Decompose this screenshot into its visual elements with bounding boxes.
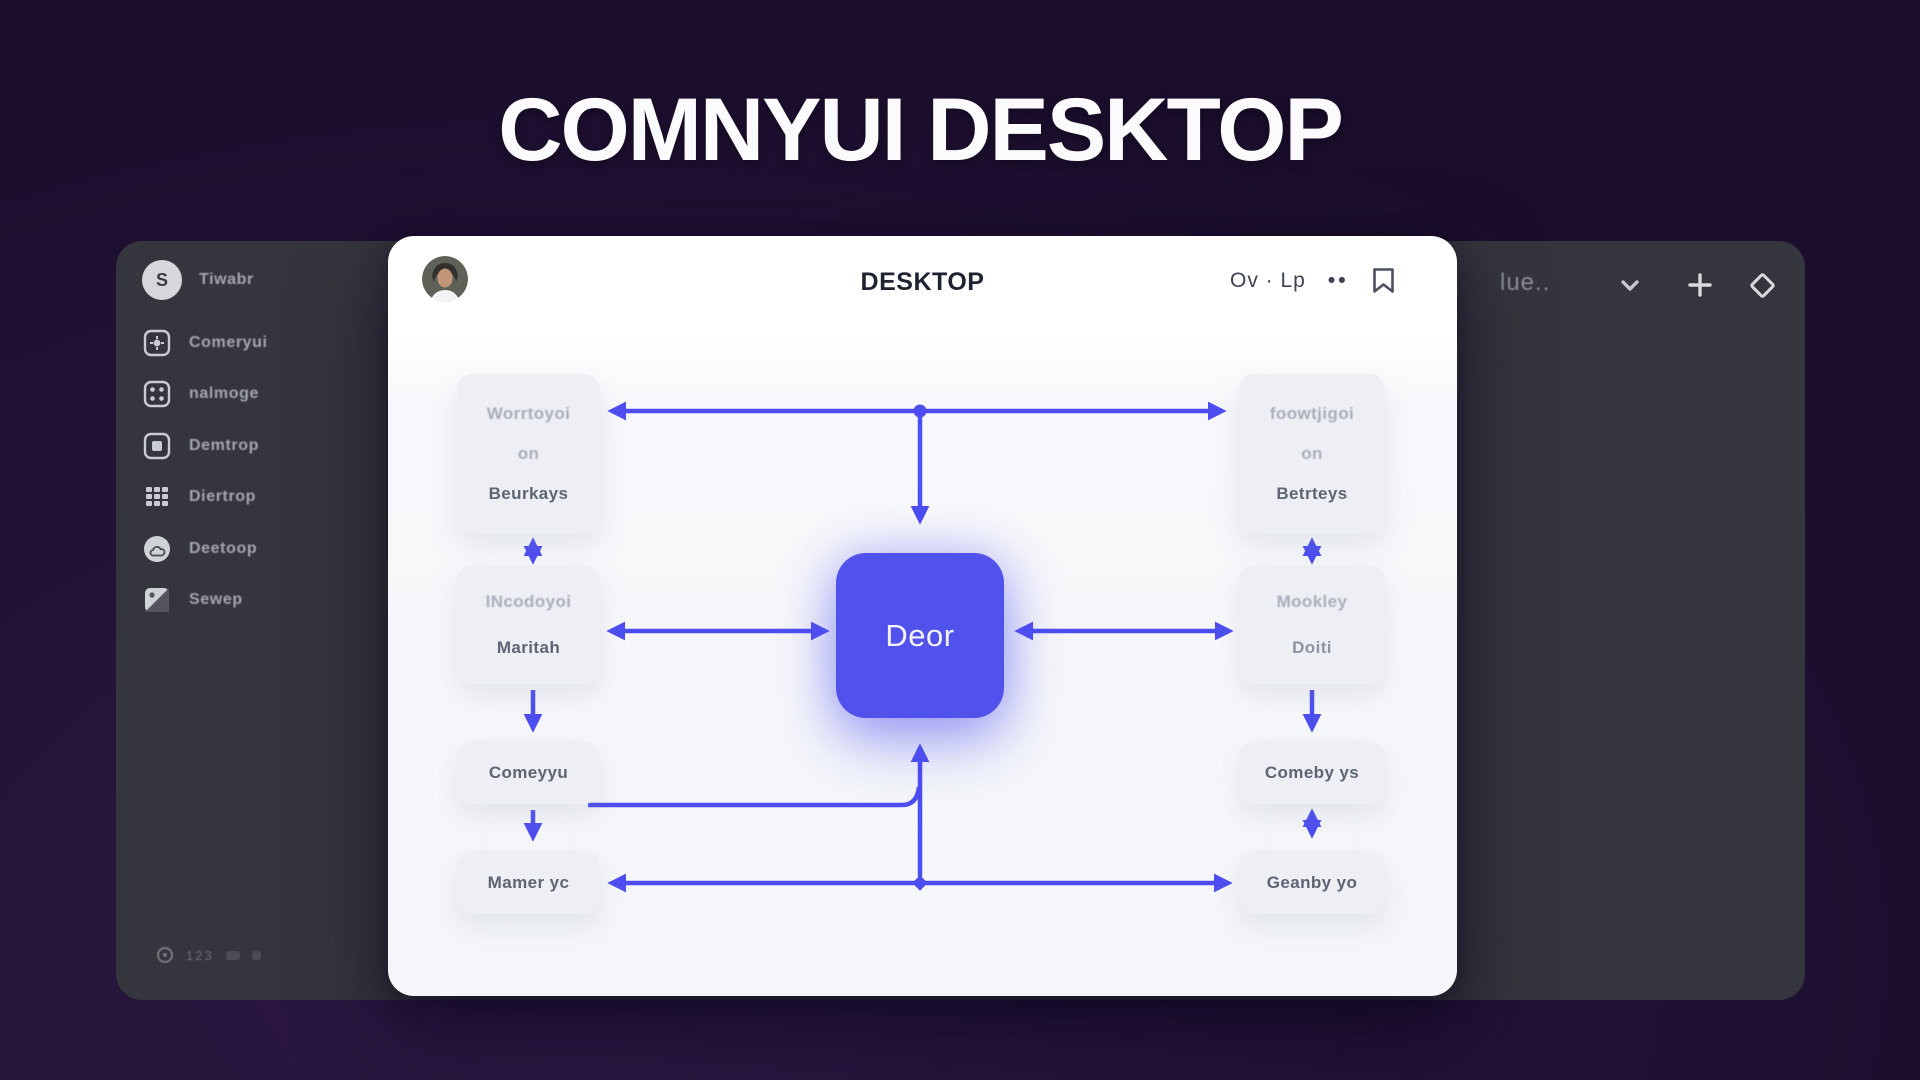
cloud-icon bbox=[142, 534, 172, 564]
sidebar-item-label: nalmoge bbox=[189, 385, 259, 402]
photo-icon bbox=[142, 585, 172, 615]
node-line: on bbox=[517, 443, 540, 463]
diamond-button[interactable] bbox=[1746, 269, 1778, 301]
junction-diamond bbox=[912, 875, 928, 891]
bookmark-icon[interactable] bbox=[1371, 266, 1396, 295]
node-line: Mamer yc bbox=[487, 872, 570, 892]
sidebar-item-deetoop[interactable]: Deetoop bbox=[142, 529, 257, 569]
node-line: Doiti bbox=[1292, 637, 1332, 657]
page-title: COMNYUI DESKTOP bbox=[498, 79, 1344, 179]
sidebar-item-nalmoge[interactable]: nalmoge bbox=[142, 374, 259, 414]
header-meta-text: Ov · Lp bbox=[1230, 268, 1306, 292]
node-line: Geanby yo bbox=[1266, 872, 1358, 892]
eye-icon bbox=[156, 946, 174, 964]
card-title: DESKTOP bbox=[860, 268, 985, 296]
sidebar-item-comeryui[interactable]: Comeryui bbox=[142, 323, 268, 363]
dots-grid-icon bbox=[142, 379, 172, 409]
footer-blob bbox=[251, 950, 261, 960]
sidebar-item-label: Comeryui bbox=[189, 334, 268, 351]
node-line: Beurkays bbox=[488, 483, 569, 503]
sidebar-item-sewep[interactable]: Sewep bbox=[142, 580, 243, 620]
junction-dot bbox=[913, 404, 927, 418]
sidebar-item-demtrop[interactable]: Demtrop bbox=[142, 426, 259, 466]
view-dropdown[interactable]: lue.. bbox=[1500, 269, 1551, 296]
center-node[interactable]: Deor bbox=[836, 553, 1004, 718]
flow-node[interactable]: Worrtoyoi on Beurkays bbox=[457, 374, 600, 533]
node-line: Worrtoyoi bbox=[486, 403, 571, 423]
sidebar-item-label: Sewep bbox=[189, 591, 243, 608]
s-badge-icon: S bbox=[142, 260, 182, 300]
node-line: Maritah bbox=[496, 637, 561, 657]
sidebar-item-tiwabr[interactable]: S Tiwabr bbox=[142, 260, 254, 300]
add-button[interactable] bbox=[1684, 269, 1716, 301]
frame-icon bbox=[142, 431, 172, 461]
sidebar-item-label: Diertrop bbox=[189, 488, 257, 505]
node-line: INcodoyoi bbox=[485, 591, 572, 611]
footer-blob bbox=[225, 950, 240, 960]
flow-node[interactable]: Geanby yo bbox=[1239, 851, 1385, 914]
sidebar-item-label: Demtrop bbox=[189, 437, 259, 454]
node-line: Comeyyu bbox=[488, 762, 569, 782]
center-node-label: Deor bbox=[885, 617, 955, 653]
diamond-icon bbox=[1748, 271, 1776, 299]
flow-node[interactable]: INcodoyoi Maritah bbox=[457, 565, 600, 684]
node-line: on bbox=[1301, 443, 1323, 463]
flow-node[interactable]: Mookley Doiti bbox=[1239, 565, 1385, 684]
node-line: Comeby ys bbox=[1264, 762, 1360, 782]
chevron-down-icon[interactable] bbox=[1614, 269, 1646, 301]
node-line: Mookley bbox=[1276, 591, 1348, 611]
card-header-actions: Ov · Lp •• bbox=[1230, 266, 1396, 295]
more-dots-icon[interactable]: •• bbox=[1327, 268, 1349, 292]
sidebar-item-label: Deetoop bbox=[189, 540, 258, 557]
flow-node[interactable]: Comeby ys bbox=[1239, 741, 1385, 804]
sidebar-item-label: Tiwabr bbox=[199, 271, 254, 288]
gear-icon bbox=[142, 328, 172, 358]
waffle-grid-icon bbox=[142, 482, 172, 512]
desktop-card: DESKTOP Ov · Lp •• bbox=[388, 236, 1457, 996]
avatar[interactable] bbox=[422, 256, 468, 302]
sidebar-footer-text: 123 bbox=[186, 947, 214, 963]
flow-node[interactable]: Mamer yc bbox=[457, 851, 600, 914]
sidebar-footer[interactable]: 123 bbox=[156, 946, 261, 964]
node-line: Betrteys bbox=[1276, 483, 1348, 503]
flow-node[interactable]: Comeyyu bbox=[457, 741, 600, 804]
sidebar-item-diertrop[interactable]: Diertrop bbox=[142, 477, 256, 517]
node-line: foowtjigoi bbox=[1269, 403, 1355, 423]
flow-node[interactable]: foowtjigoi on Betrteys bbox=[1239, 374, 1385, 533]
